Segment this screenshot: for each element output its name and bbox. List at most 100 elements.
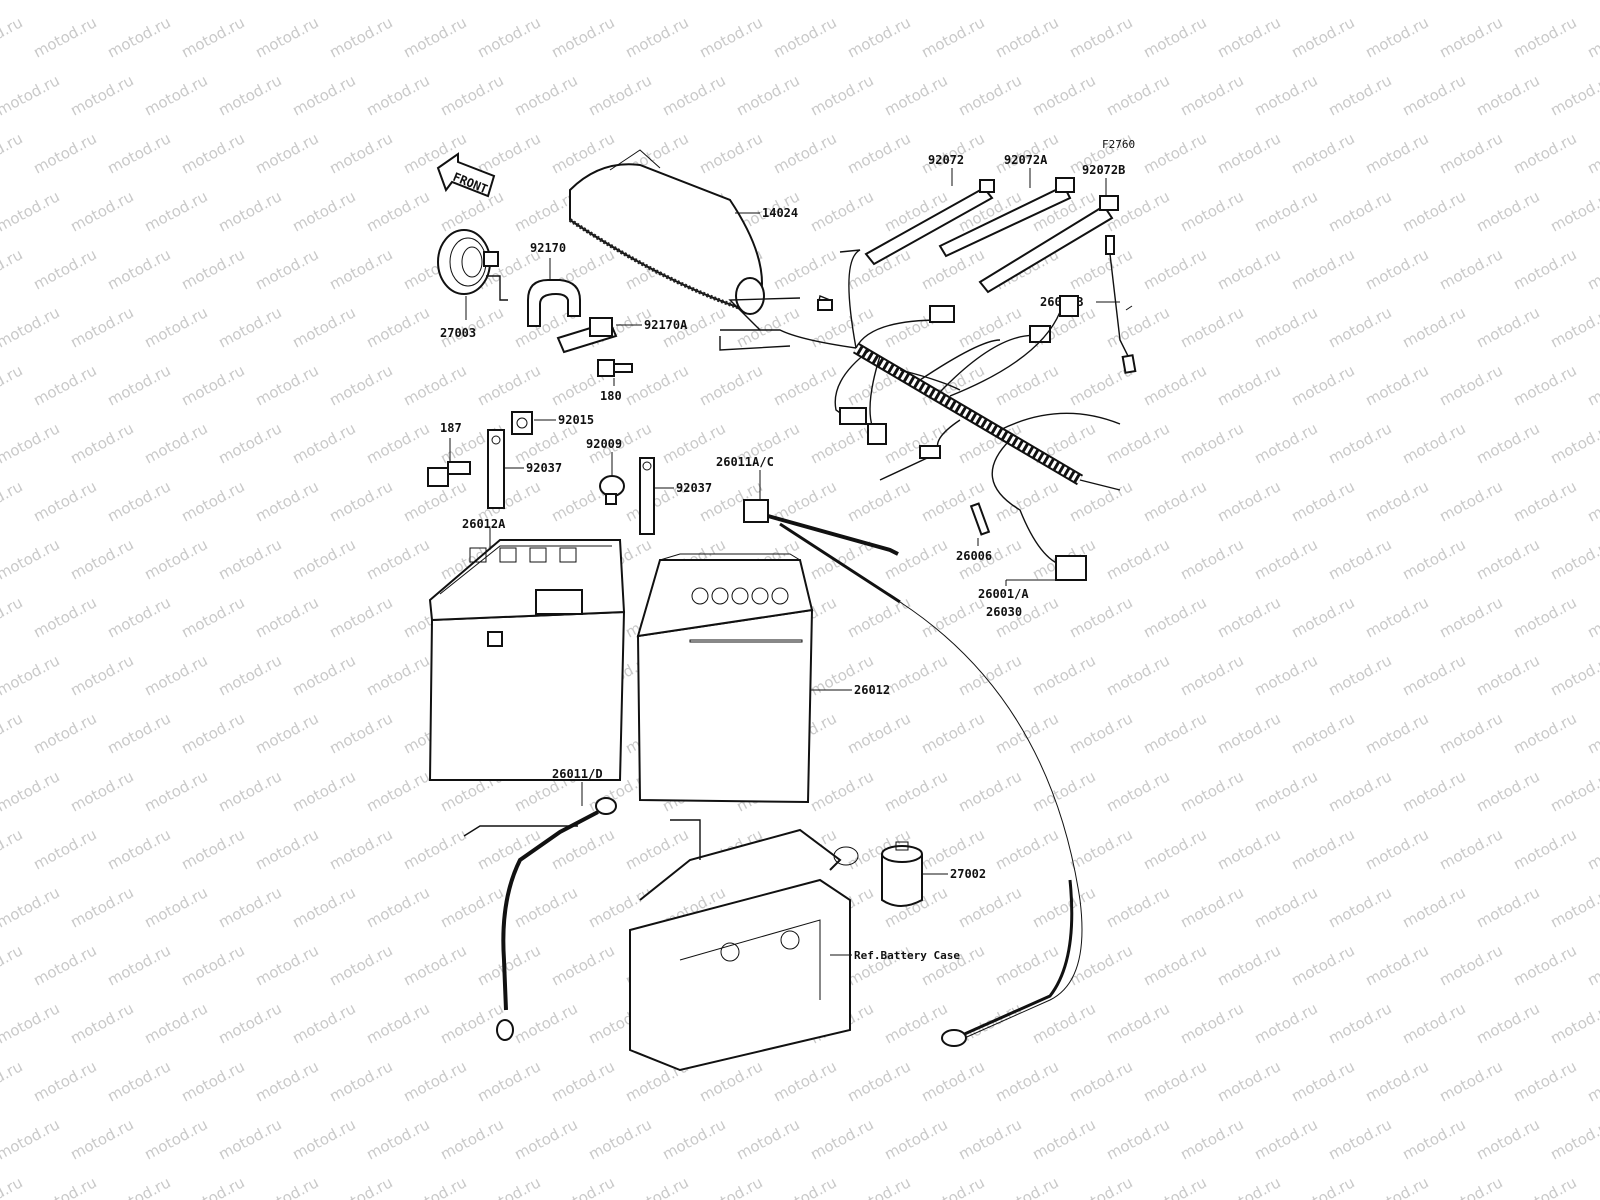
watermark-text: motod.ru [844, 361, 913, 409]
watermark-text: motod.ru [104, 709, 173, 757]
watermark-text: motod.ru [326, 709, 395, 757]
watermark-text: motod.ru [1325, 419, 1394, 467]
figure-ref: F2760 [1102, 138, 1135, 151]
watermark-text: motod.ru [30, 941, 99, 989]
watermark-text: motod.ru [1325, 883, 1394, 931]
watermark-text: motod.ru [585, 0, 654, 4]
watermark-text: motod.ru [844, 13, 913, 61]
watermark-text: motod.ru [1325, 535, 1394, 583]
watermark-text: motod.ru [1510, 825, 1579, 873]
watermark-text: motod.ru [955, 651, 1024, 699]
watermark-text: motod.ru [0, 361, 26, 409]
watermark-text: motod.ru [844, 477, 913, 525]
watermark-text: motod.ru [1473, 187, 1542, 235]
watermark-text: motod.ru [1362, 593, 1431, 641]
watermark-text: motod.ru [696, 129, 765, 177]
watermark-text: motod.ru [992, 361, 1061, 409]
watermark-text: motod.ru [0, 419, 63, 467]
watermark-text: motod.ru [1510, 361, 1579, 409]
watermark-text: motod.ru [141, 535, 210, 583]
watermark-text: motod.ru [178, 825, 247, 873]
watermark-text: motod.ru [1399, 999, 1468, 1047]
watermark-text: motod.ru [1214, 825, 1283, 873]
watermark-text: motod.ru [1288, 129, 1357, 177]
watermark-text: motod.ru [1251, 651, 1320, 699]
watermark-text: motod.ru [1214, 593, 1283, 641]
watermark-text: motod.ru [622, 13, 691, 61]
watermark-text: motod.ru [252, 245, 321, 293]
watermark-text: motod.ru [0, 825, 26, 873]
watermark-text: motod.ru [1103, 1115, 1172, 1163]
watermark-text: motod.ru [67, 535, 136, 583]
watermark-text: motod.ru [1177, 1115, 1246, 1163]
watermark-text: motod.ru [0, 941, 26, 989]
watermark-text: motod.ru [1140, 477, 1209, 525]
watermark-text: motod.ru [0, 593, 26, 641]
watermark-text: motod.ru [955, 303, 1024, 351]
watermark-text: motod.ru [0, 13, 26, 61]
watermark-text: motod.ru [1029, 651, 1098, 699]
watermark-text: motod.ru [215, 883, 284, 931]
watermark-text: motod.ru [1362, 1173, 1431, 1200]
watermark-text: motod.ru [1214, 245, 1283, 293]
watermark-text: motod.ru [141, 883, 210, 931]
watermark-text: motod.ru [0, 129, 26, 177]
watermark-text: motod.ru [30, 13, 99, 61]
watermark-text: motod.ru [474, 1173, 543, 1200]
label-27003: 27003 [440, 326, 476, 340]
watermark-text: motod.ru [1547, 883, 1600, 931]
watermark-text: motod.ru [1214, 709, 1283, 757]
watermark-text: motod.ru [252, 477, 321, 525]
watermark-text: motod.ru [1584, 1057, 1600, 1105]
watermark-text: motod.ru [1399, 535, 1468, 583]
watermark-text: motod.ru [104, 941, 173, 989]
watermark-text: motod.ru [622, 1173, 691, 1200]
watermark-text: motod.ru [770, 129, 839, 177]
watermark-text: motod.ru [178, 1057, 247, 1105]
watermark-text: motod.ru [363, 1115, 432, 1163]
watermark-text: motod.ru [548, 1173, 617, 1200]
lead-26011B [1105, 235, 1137, 374]
watermark-text: motod.ru [1177, 71, 1246, 119]
watermark-text: motod.ru [1066, 13, 1135, 61]
watermark-text: motod.ru [1214, 129, 1283, 177]
watermark-text: motod.ru [1103, 0, 1172, 4]
watermark-text: motod.ru [1177, 419, 1246, 467]
watermark-text: motod.ru [30, 593, 99, 641]
watermark-text: motod.ru [400, 825, 469, 873]
watermark-text: motod.ru [67, 999, 136, 1047]
watermark-text: motod.ru [1584, 709, 1600, 757]
watermark-text: motod.ru [807, 1115, 876, 1163]
watermark-text: motod.ru [67, 419, 136, 467]
watermark-text: motod.ru [1547, 999, 1600, 1047]
watermark-text: motod.ru [918, 709, 987, 757]
watermark-text: motod.ru [585, 1115, 654, 1163]
watermark-text: motod.ru [1251, 535, 1320, 583]
watermark-text: motod.ru [1510, 13, 1579, 61]
watermark-text: motod.ru [1436, 13, 1505, 61]
watermark-text: motod.ru [881, 535, 950, 583]
watermark-text: motod.ru [252, 593, 321, 641]
strap-92037-left [487, 429, 505, 509]
label-92015: 92015 [558, 413, 594, 427]
watermark-text: motod.ru [104, 361, 173, 409]
clamp-92170A [556, 317, 618, 354]
watermark-text: motod.ru [585, 883, 654, 931]
main-wiring-harness [719, 249, 1121, 581]
watermark-text: motod.ru [363, 999, 432, 1047]
watermark-text: motod.ru [1584, 1173, 1600, 1200]
watermark-text: motod.ru [215, 303, 284, 351]
watermark-text: motod.ru [992, 477, 1061, 525]
watermark-text: motod.ru [1325, 71, 1394, 119]
watermark-text: motod.ru [30, 477, 99, 525]
watermark-text: motod.ru [1288, 593, 1357, 641]
watermark-text: motod.ru [1103, 535, 1172, 583]
label-26011AC: 26011A/C [716, 455, 774, 469]
watermark-text: motod.ru [992, 1057, 1061, 1105]
bracket-92170 [527, 279, 581, 327]
watermark-text: motod.ru [104, 477, 173, 525]
watermark-text: motod.ru [1066, 245, 1135, 293]
label-26006: 26006 [956, 549, 992, 563]
watermark-text: motod.ru [881, 0, 950, 4]
watermark-text: motod.ru [1251, 1115, 1320, 1163]
